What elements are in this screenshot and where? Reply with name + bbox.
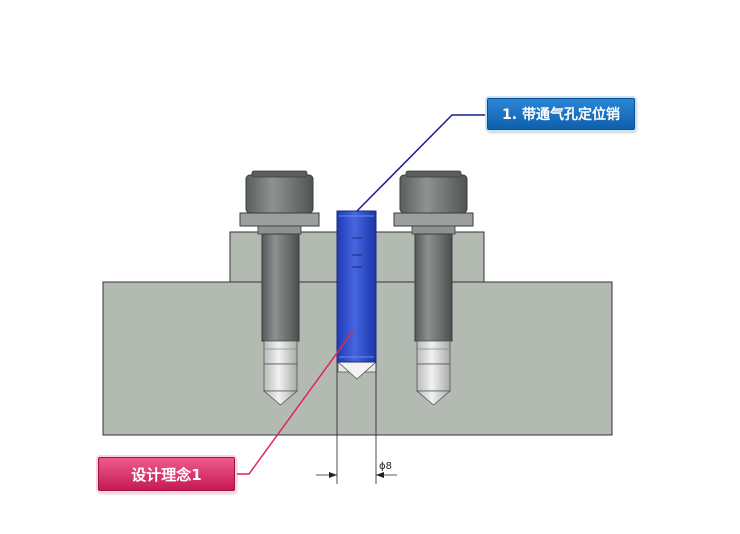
concept-callout-label: 设计理念1	[98, 457, 235, 491]
concept-leader-line	[235, 330, 354, 475]
diameter-dimension: ϕ8	[316, 362, 397, 484]
locating-pin	[336, 210, 377, 363]
pin-leader-line	[356, 114, 487, 212]
right-bolt	[393, 170, 474, 406]
pin-callout-label: 1. 带通气孔定位销	[487, 98, 635, 130]
diameter-text: ϕ8	[379, 461, 392, 472]
left-bolt	[239, 170, 320, 406]
